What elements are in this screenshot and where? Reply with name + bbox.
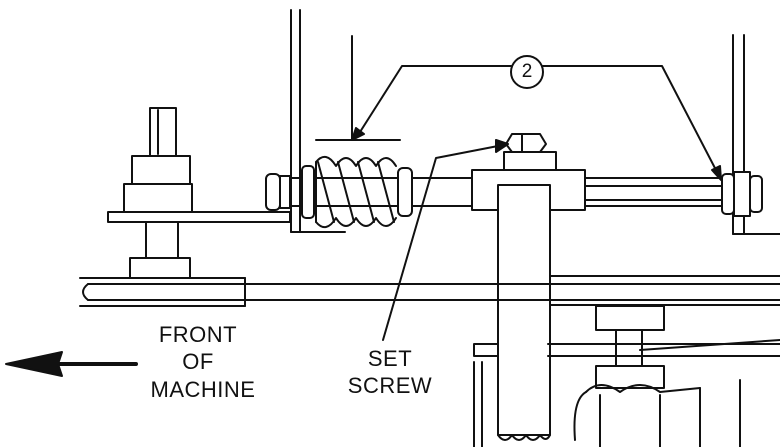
callout-2 (351, 55, 722, 181)
set-screw-label-line1: SET (367, 346, 413, 371)
lower-bracket (473, 343, 499, 447)
left-post-assembly (107, 107, 291, 279)
lower-right-pulley (547, 305, 780, 447)
front-of-machine-label-line3: MACHINE (150, 377, 256, 402)
front-arrow-icon (5, 351, 138, 377)
vertical-arm (497, 184, 551, 441)
front-of-machine-label-line2: OF (182, 349, 214, 374)
left-frame-plate (290, 9, 353, 233)
set-screw-label-line2: SCREW (347, 373, 433, 398)
left-end-nut (265, 173, 291, 211)
front-of-machine-label-line1: FRONT (158, 322, 238, 347)
right-end-nut (721, 171, 763, 217)
set-screw-leader (382, 139, 509, 341)
belt-plate (79, 275, 780, 307)
compression-spring (301, 139, 413, 229)
callout-number: 2 (521, 61, 533, 82)
